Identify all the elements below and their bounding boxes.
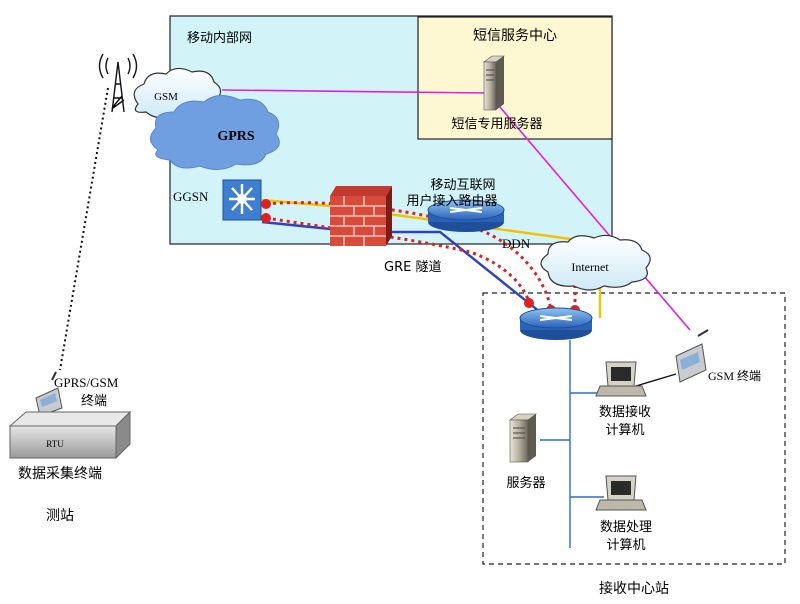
gprs-cloud: GPRS [150, 95, 280, 170]
sms-center-label: 短信服务中心 [473, 28, 557, 44]
mobile-internet-label: 移动互联网 [430, 178, 495, 193]
station-label: 测站 [46, 508, 74, 524]
ggsn-label: GGSN [173, 189, 209, 204]
firewall-icon [330, 186, 392, 246]
gprs-gsm-terminal-label-2: 终端 [81, 393, 107, 409]
sms-center-region [417, 16, 613, 140]
ddn-label: DDN [502, 236, 531, 251]
proc-computer-icon [595, 475, 647, 511]
radio-tower-icon [98, 53, 138, 113]
rtu-label: RTU [46, 439, 64, 449]
internet-cloud: Internet [540, 234, 651, 291]
wireless-link [59, 87, 109, 371]
internet-label: Internet [571, 260, 609, 274]
recv-computer-label-2: 计算机 [605, 423, 644, 438]
access-router-label: 用户接入路由器 [406, 193, 497, 209]
mobile-internal-network-label: 移动内部网 [187, 30, 252, 46]
tunnel-endpoint-1 [261, 199, 271, 209]
tunnel-endpoint-3 [524, 298, 534, 308]
blue-link [261, 220, 546, 317]
ggsn-switch-icon [222, 179, 262, 221]
center-router-icon [519, 307, 593, 340]
receiving-center-region [482, 292, 786, 565]
gsm-terminal-cable [635, 373, 677, 387]
gre-tunnel-label: GRE 隧道 [384, 259, 441, 275]
proc-computer-label-1: 数据处理 [600, 520, 652, 535]
server-icon [509, 413, 537, 463]
recv-computer-label-1: 数据接收 [599, 404, 651, 420]
receiving-center-label: 接收中心站 [599, 580, 669, 597]
gsm-terminal-label: GSM 终端 [708, 368, 761, 383]
gprs-label: GPRS [217, 129, 255, 144]
gprs-gsm-terminal-label: GPRS/GSM [54, 375, 119, 390]
rtu-box: RTU [8, 410, 132, 460]
gsm-label: GSM [154, 91, 178, 103]
access-router-icon [427, 199, 505, 232]
gre-tunnel-lower [265, 216, 532, 306]
recv-computer-icon [595, 361, 647, 397]
sms-server-label: 短信专用服务器 [451, 116, 542, 132]
server-label: 服务器 [506, 475, 545, 491]
proc-computer-label-2: 计算机 [606, 538, 645, 553]
sms-server-icon [483, 55, 505, 111]
gprs-gsm-terminal-icon [35, 371, 63, 417]
gsm-terminal-device-icon [675, 329, 709, 383]
tunnel-endpoint-2 [261, 213, 271, 223]
data-terminal-label: 数据采集终端 [18, 465, 102, 482]
